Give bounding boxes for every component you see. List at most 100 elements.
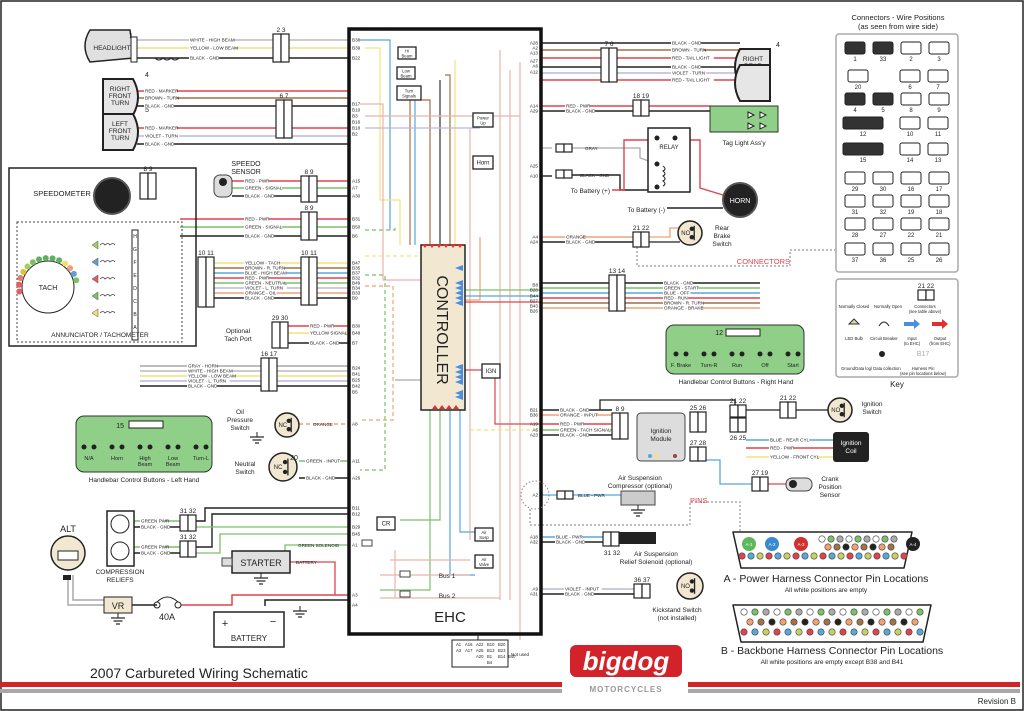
not-used-pin: B4	[487, 660, 493, 665]
wire-label-bg	[663, 290, 691, 296]
connector-diagram-21	[928, 217, 950, 231]
wire-b11	[196, 507, 349, 522]
harness-pin-label: B39	[352, 46, 361, 51]
wire-label-bg	[663, 280, 694, 286]
tach-indicator	[36, 256, 43, 263]
harness-pin-label: A11	[352, 459, 360, 464]
wire-label-bg	[671, 77, 714, 83]
pin-position	[869, 543, 877, 551]
wire-label-bg	[189, 37, 235, 43]
pin-position	[762, 628, 770, 636]
harness-pin-label: B24	[352, 366, 361, 371]
relay-terminal	[654, 135, 660, 141]
pin-position	[834, 618, 842, 626]
harness-pin-label: B38	[352, 38, 361, 43]
wire-label: RED - PWR	[770, 446, 795, 451]
input-arrow-icon	[455, 265, 463, 271]
revision-label: Revision B	[978, 697, 1016, 706]
wire-battery	[181, 594, 349, 606]
wire-label: BLACK - GND	[560, 408, 590, 413]
input-arrow-icon	[455, 390, 463, 396]
pin-position	[890, 535, 898, 543]
button-contact	[701, 351, 707, 357]
plug-half	[279, 321, 289, 349]
pin-position	[839, 608, 847, 616]
wire-label: GREEN - INPUT	[306, 459, 340, 464]
wire-label-bg	[244, 295, 275, 301]
coil-plug-27-28: 27 28	[689, 440, 707, 462]
harness-pin-label: B22	[352, 56, 361, 61]
annunciator-harness-plug: 10 11	[300, 250, 318, 306]
plug-half	[197, 256, 207, 308]
pin-position	[833, 543, 841, 551]
wire-label: BROWN - R. TURN	[664, 301, 704, 306]
key-datalog-icon	[879, 351, 885, 357]
harness-pin-label: B27	[530, 299, 539, 304]
pin-position	[817, 628, 825, 636]
pin-position	[894, 608, 902, 616]
lamp-label: RIGHT	[110, 86, 130, 93]
wire-label: GREEN PWR	[141, 519, 170, 524]
pin-position	[740, 608, 748, 616]
harness-pin-label: B17	[352, 102, 361, 107]
connector-number: 37	[852, 258, 859, 264]
connector-15	[128, 420, 164, 429]
headlight-connector	[130, 36, 138, 63]
air-solenoid-plug	[602, 531, 620, 547]
relay-terminal	[672, 135, 678, 141]
switch-type-label: NO	[831, 408, 840, 414]
harness-pin-label: A1	[352, 543, 358, 548]
plug-number: 26 25	[730, 435, 747, 442]
wire-label-bg	[244, 185, 282, 191]
connector-diagram-4	[844, 92, 866, 106]
ground-icon	[631, 505, 645, 517]
pin-position	[881, 535, 889, 543]
wire-label-bg	[559, 427, 610, 433]
connector-number: 29	[852, 187, 859, 193]
wire-label: GRAY - HORN	[188, 364, 218, 369]
key-item-label: Harness Pin	[912, 366, 935, 371]
wire-label: BLACK - GND	[245, 234, 275, 239]
wire-label-bg	[244, 193, 275, 199]
led-bulb-icon	[91, 240, 99, 250]
plug-half	[300, 175, 310, 203]
module-label: CR	[382, 522, 391, 528]
module-label: Power	[477, 116, 489, 121]
module-cr	[376, 516, 396, 531]
button-contact	[767, 351, 773, 357]
switch-body	[677, 220, 703, 246]
pin-position	[784, 608, 792, 616]
key-item-label: Normally Open	[874, 304, 903, 309]
plug-number: 8 9	[143, 166, 152, 173]
plug-half	[633, 583, 643, 599]
pin-position	[751, 628, 759, 636]
button-contact	[683, 351, 689, 357]
plug-half	[564, 490, 574, 500]
wire-label-bg	[244, 265, 285, 271]
key-item-label: Output	[934, 336, 947, 341]
wire-label: BROWN - R. TURN	[245, 266, 285, 271]
pin-position	[860, 543, 868, 551]
starter-shaft	[221, 557, 233, 567]
plug-half	[729, 417, 739, 433]
plug-number: 8 9	[304, 169, 313, 176]
wire-label-bg	[244, 233, 275, 239]
switch-body	[274, 412, 300, 438]
connector-diagram-7	[927, 69, 949, 83]
wire-label-bg	[565, 103, 590, 109]
wire-label: YELLOW - LOW BEAM	[190, 46, 238, 51]
wire-label: BLACK - GND	[145, 104, 175, 109]
wire-label: GREEN - TACH SIGNAL	[560, 428, 611, 433]
wire-alt	[72, 575, 104, 601]
pin-position	[842, 543, 850, 551]
wire-label-bg	[309, 330, 345, 336]
wire-label: BLACK - GND	[566, 109, 596, 114]
relay-terminal	[654, 161, 660, 167]
pins-callout-line	[529, 501, 741, 540]
not-used-pin: B14	[498, 654, 506, 659]
battery-label: BATTERY	[231, 634, 268, 643]
wire-label: ORANGE - INPUT	[560, 413, 598, 418]
output-arrow-icon	[443, 244, 449, 248]
